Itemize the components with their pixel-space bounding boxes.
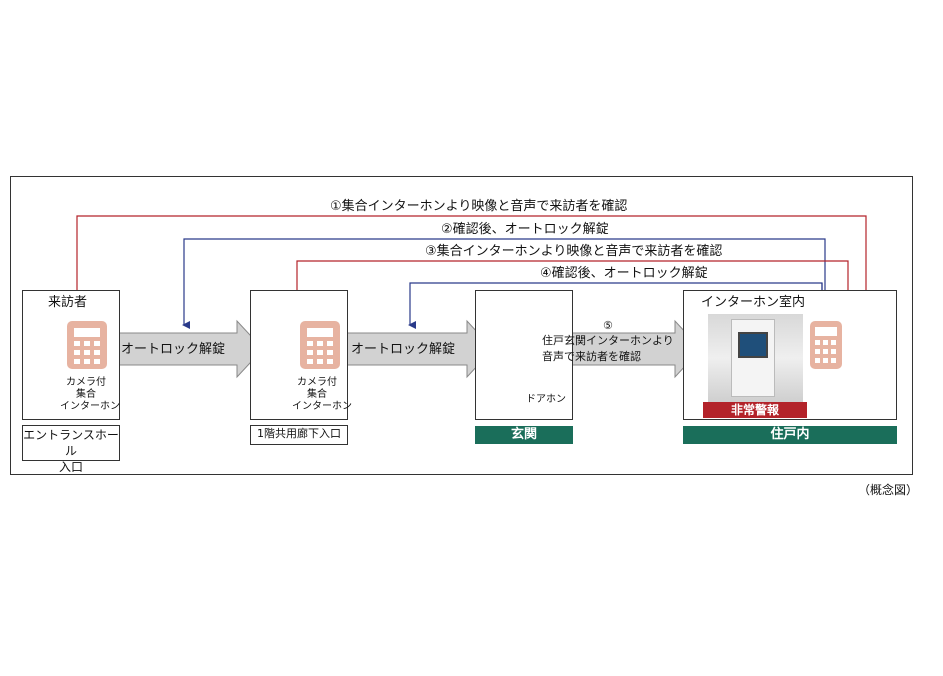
- room-monitor-screen: [738, 332, 768, 358]
- flow-line-3: [296, 260, 854, 312]
- flow-label-3: ③集合インターホンより映像と音声で来訪者を確認: [425, 244, 723, 259]
- visitor-device-label-1: カメラ付: [66, 377, 106, 388]
- floor1-device-label-2: 集合: [307, 389, 327, 400]
- voice-arrow-label-1: 住戸玄関インターホンより: [542, 334, 674, 347]
- flow-label-4: ④確認後、オートロック解錠: [540, 266, 708, 281]
- flow-label-1: ①集合インターホンより映像と音声で来訪者を確認: [330, 199, 628, 214]
- visitor-place-label: エントランスホール 入口: [22, 425, 120, 474]
- diagram-frame: [10, 176, 913, 475]
- entrance-place-band: 玄関: [475, 426, 573, 444]
- doorphone-label: ドアホン: [526, 394, 566, 405]
- visitor-zone-title: 来訪者: [48, 295, 88, 310]
- flow-label-2: ②確認後、オートロック解錠: [441, 222, 609, 237]
- room-place-band: 住戸内: [683, 426, 897, 444]
- voice-arrow-number: ⑤: [603, 319, 613, 332]
- flow-line-1: [76, 215, 872, 312]
- floor1-device-label-3: インターホン: [292, 401, 352, 412]
- unlock-arrow-1-label: オートロック解錠: [121, 342, 226, 357]
- unlock-arrow-2-label: オートロック解錠: [351, 342, 456, 357]
- visitor-device-label-3: インターホン: [60, 401, 120, 412]
- voice-arrow-label-2: 音声で来訪者を確認: [542, 350, 641, 363]
- diagram-caption: （概念図）: [858, 483, 919, 497]
- visitor-intercom-icon: [67, 321, 107, 369]
- alarm-band: 非常警報: [703, 402, 807, 418]
- floor1-place-label: 1階共用廊下入口: [250, 425, 348, 445]
- room-intercom-icon: [810, 321, 842, 369]
- visitor-device-label-2: 集合: [76, 389, 96, 400]
- flow-line-2: [182, 238, 826, 329]
- floor1-device-label-1: カメラ付: [297, 377, 337, 388]
- room-zone-title: インターホン室内: [701, 295, 806, 310]
- room-monitor-device: [731, 319, 775, 397]
- floor1-intercom-icon: [300, 321, 340, 369]
- entrance-zone: [475, 290, 573, 420]
